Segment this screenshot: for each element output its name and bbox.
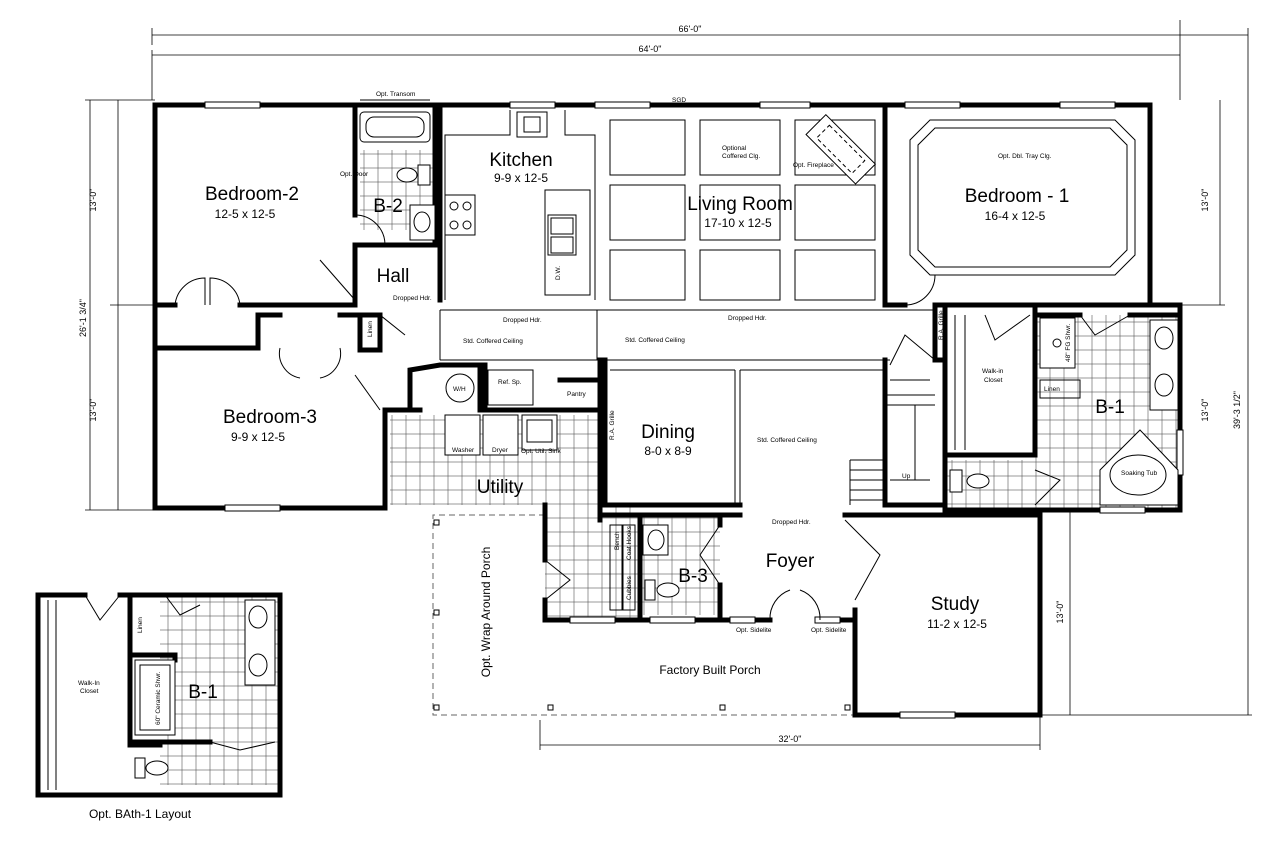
room-porch-name: Factory Built Porch	[659, 663, 760, 677]
note-std-coffered-living: Std. Coffered Ceiling	[625, 337, 685, 344]
note-sgd: SGD	[672, 97, 686, 104]
note-opt-transom: Opt. Transom	[376, 91, 415, 98]
room-utility-name: Utility	[477, 477, 524, 498]
dim-right-upper: 13'-0"	[1200, 189, 1210, 212]
note-cubbies: Cubbies	[626, 575, 633, 600]
note-fg-shower: 48" FG Shwr.	[1065, 323, 1072, 362]
note-closet: Closet	[984, 377, 1003, 384]
room-bath2-name: B-2	[373, 196, 403, 217]
room-wrap-porch-name: Opt. Wrap Around Porch	[479, 547, 493, 678]
note-ref-sp: Ref. Sp.	[498, 379, 522, 386]
inset-note-closet: Closet	[80, 688, 99, 695]
note-util-sink: Opt. Util. Sink	[521, 448, 561, 455]
room-dining-name: Dining	[641, 422, 695, 443]
note-opt-sidelite-left: Opt. Sidelite	[736, 627, 772, 634]
inset-caption: Opt. BAth-1 Layout	[89, 807, 192, 821]
dim-right-total: 39'-3 1/2"	[1232, 391, 1242, 429]
room-living-name: Living Room	[687, 194, 793, 215]
dim-overall-width: 66'-0"	[679, 24, 702, 34]
inset-bath1-name: B-1	[188, 682, 218, 703]
note-pantry: Pantry	[567, 391, 587, 398]
note-walk-in: Walk-in	[982, 368, 1004, 375]
note-std-coffered-dining: Std. Coffered Ceiling	[757, 437, 817, 444]
note-bench: Bench	[614, 531, 621, 550]
room-study-size: 11-2 x 12-5	[927, 617, 987, 631]
note-washer: Washer	[452, 447, 475, 454]
room-bedroom2-size: 12-5 x 12-5	[215, 207, 276, 221]
room-dining-size: 8-0 x 8-9	[644, 444, 692, 458]
note-opt-tray: Opt. Dbl. Tray Clg.	[998, 153, 1052, 160]
note-coffered-clg: Coffered Clg.	[722, 153, 760, 160]
note-wh: W/H	[453, 386, 466, 393]
note-linen-b1: Linen	[1044, 386, 1060, 393]
room-bedroom1-name: Bedroom - 1	[965, 186, 1070, 207]
note-dw: D.W.	[555, 266, 562, 280]
room-kitchen-size: 9-9 x 12-5	[494, 171, 548, 185]
coffered-ceiling	[439, 119, 935, 505]
note-ra-grille-stair: R.A. Grille	[938, 310, 945, 340]
room-bedroom1-size: 16-4 x 12-5	[985, 209, 1046, 223]
room-bedroom2-name: Bedroom-2	[205, 184, 299, 205]
room-living-size: 17-10 x 12-5	[704, 216, 772, 230]
note-dropped-hdr-living: Dropped Hdr.	[728, 315, 767, 322]
note-up: Up	[902, 473, 911, 480]
inset-note-walk-in: Walk-In	[78, 680, 100, 687]
tray-ceiling	[909, 119, 1136, 276]
note-dropped-hdr-hall: Dropped Hdr.	[393, 295, 432, 302]
room-study-name: Study	[931, 594, 980, 615]
doors	[174, 214, 1131, 621]
wrap-porch-outline	[432, 514, 855, 716]
room-kitchen-name: Kitchen	[489, 150, 552, 171]
room-hall-name: Hall	[377, 266, 410, 287]
note-ra-grille-dining: R.A. Grille	[609, 410, 616, 440]
dim-left-total: 26'-1 3/4"	[78, 299, 88, 337]
note-std-coffered-kitchen: Std. Coffered Ceiling	[463, 338, 523, 345]
note-dryer: Dryer	[492, 447, 509, 454]
dim-left-lower: 13'-0"	[88, 399, 98, 422]
note-linen: Linen	[367, 321, 374, 337]
dim-porch-width: 32'-0"	[779, 734, 802, 744]
windows	[204, 101, 1184, 719]
note-soaking-tub: Soaking Tub	[1121, 470, 1158, 477]
room-bedroom3-name: Bedroom-3	[223, 407, 317, 428]
room-bedroom3-size: 9-9 x 12-5	[231, 430, 285, 444]
note-dropped-hdr-foyer: Dropped Hdr.	[772, 519, 811, 526]
note-dropped-hdr-kitchen: Dropped Hdr.	[503, 317, 542, 324]
room-bath3-name: B-3	[678, 566, 708, 587]
note-optional: Optional	[722, 145, 747, 152]
dim-right-lower: 13'-0"	[1200, 399, 1210, 422]
note-opt-door: Opt. Door	[340, 171, 369, 178]
inset-note-linen: Linen	[137, 617, 144, 633]
note-coat-hooks: Coat Hooks	[626, 525, 633, 560]
room-foyer-name: Foyer	[766, 551, 815, 572]
dim-main-width: 64'-0"	[639, 44, 662, 54]
inset-note-ceramic-shower: 60" Ceramic Shwr.	[155, 671, 162, 725]
inset-bath1-layout	[35, 592, 283, 798]
room-bath1-name: B-1	[1095, 397, 1125, 418]
dim-study-depth: 13'-0"	[1055, 601, 1065, 624]
dimension-lines	[85, 20, 1252, 750]
note-opt-fireplace: Opt. Fireplace	[793, 162, 834, 169]
fixtures	[359, 110, 1179, 611]
note-opt-sidelite-right: Opt. Sidelite	[811, 627, 847, 634]
dim-left-upper: 13'-0"	[88, 189, 98, 212]
